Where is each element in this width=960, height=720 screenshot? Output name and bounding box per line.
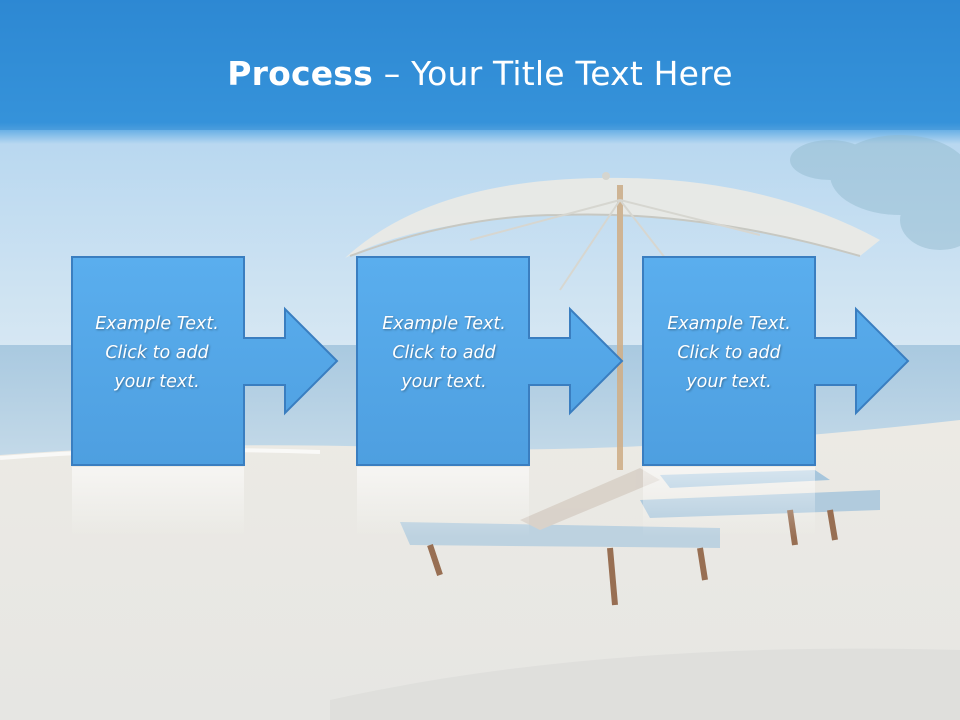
process-step-1-text[interactable]: Example Text. Click to add your text.: [72, 310, 242, 397]
step-line: Example Text.: [667, 314, 791, 334]
step-line: Example Text.: [382, 314, 506, 334]
process-step-2-shape: [356, 256, 624, 537]
slide-title[interactable]: Process – Your Title Text Here: [227, 54, 733, 93]
process-step-2-text[interactable]: Example Text. Click to add your text.: [359, 310, 529, 397]
title-rest: Your Title Text Here: [411, 54, 733, 93]
step-line: Click to add: [392, 343, 496, 363]
title-area: Process – Your Title Text Here: [0, 0, 960, 150]
process-step-3-text[interactable]: Example Text. Click to add your text.: [644, 310, 814, 397]
title-separator: –: [373, 54, 412, 93]
palm-foliage: [790, 135, 960, 250]
step-line: Example Text.: [95, 314, 219, 334]
step-line: your text.: [686, 372, 772, 392]
step-line: Click to add: [105, 343, 209, 363]
step-line: Click to add: [677, 343, 781, 363]
step-line: your text.: [114, 372, 200, 392]
title-bold: Process: [227, 54, 373, 93]
step-line: your text.: [401, 372, 487, 392]
process-step-1-shape: [71, 256, 339, 537]
process-step-3-shape: [642, 256, 910, 537]
